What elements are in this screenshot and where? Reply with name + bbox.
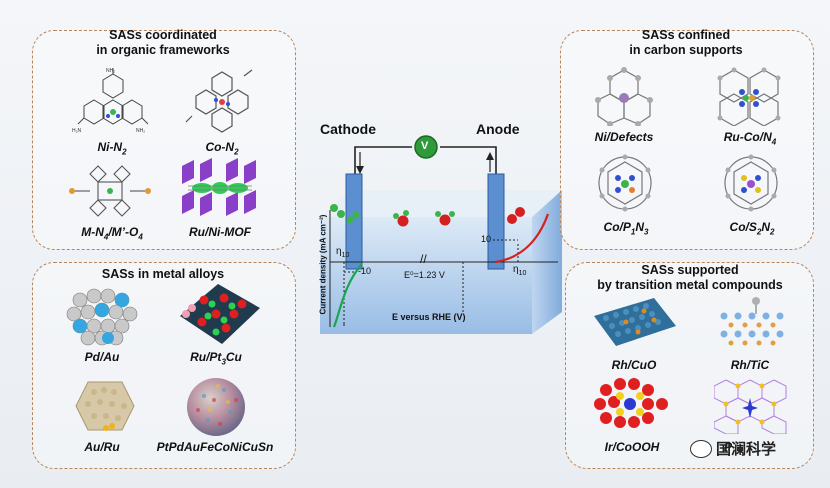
cathode-label: Cathode — [320, 121, 376, 137]
ni-defects-structure — [595, 67, 653, 126]
svg-text:H₂N: H₂N — [72, 128, 82, 134]
co-n2-structure — [185, 69, 253, 133]
last-compound-structure — [714, 379, 787, 434]
tick-negative: -10 — [358, 266, 372, 276]
watermark-text: 国澜科学 — [716, 441, 777, 458]
pd-au-cluster — [66, 288, 138, 346]
label-hea: PtPdAuFeCoNiCuSn — [156, 440, 274, 454]
label-pd-au: Pd/Au — [84, 350, 120, 364]
panel-transition-metal — [565, 262, 814, 469]
svg-text:NH₂: NH₂ — [106, 68, 115, 74]
axis-break: // — [420, 252, 427, 266]
label-co-n2: Co-N2 — [205, 140, 239, 157]
ru-ni-mof-structure — [182, 158, 256, 216]
label-rh-cuo: Rh/CuO — [611, 358, 657, 372]
high-entropy-alloy-sphere — [187, 378, 245, 436]
label-ir-cooh: Ir/CoOOH — [604, 440, 660, 454]
label-ni-defects: Ni/Defects — [594, 130, 654, 144]
svg-text:NH₂: NH₂ — [136, 128, 145, 134]
ir-cooh-structure — [594, 378, 668, 428]
e0-label: E⁰=1.23 V — [404, 270, 445, 280]
label-ru-ni-mof: Ru/Ni-MOF — [189, 225, 251, 239]
panel-carbon-supports — [560, 30, 814, 250]
cell-drawing — [320, 135, 562, 334]
label-ru-pt3cu: Ru/Pt3Cu — [190, 350, 242, 367]
panel-organic-frameworks — [32, 30, 296, 250]
au-ru-nanoparticle — [75, 381, 135, 431]
co-s2n2-structure — [724, 154, 778, 212]
voltmeter-label: V — [421, 140, 429, 152]
ru-pt3cu-lattice — [180, 284, 260, 344]
rh-cuo-slab — [594, 298, 676, 346]
label-au-ru: Au/Ru — [84, 440, 120, 454]
panel-carbon-title: SASs confined in carbon supports — [629, 28, 743, 57]
wechat-logo-icon — [690, 440, 712, 458]
co-p1n3-structure — [598, 154, 652, 212]
label-co-p1n3: Co/P1N3 — [603, 220, 649, 237]
x-axis-label: E versus RHE (V) — [392, 312, 466, 322]
ru-co-n4-structure — [717, 67, 781, 126]
tick-positive: 10 — [481, 234, 492, 244]
label-ni-n2: Ni-N2 — [97, 140, 127, 157]
electrolysis-cell: Cathode Anode V E⁰=1.23 V E versus RHE (… — [300, 112, 570, 342]
label-ru-co-n4: Ru-Co/N4 — [723, 130, 777, 147]
label-co-s2n2: Co/S2N2 — [729, 220, 775, 237]
y-axis-label: Current density (mA cm⁻²) — [318, 214, 328, 315]
m-n4-m-o4-structure — [69, 165, 151, 217]
eta-right-label: η10 — [513, 264, 527, 277]
label-rh-tic: Rh/TiC — [730, 358, 770, 372]
anode-label: Anode — [476, 121, 520, 137]
label-last-compound: P — [723, 440, 732, 454]
eta-left-label: η10 — [336, 246, 350, 259]
panel-organic-title: SASs coordinated in organic frameworks — [96, 28, 230, 57]
rh-tic-slab — [720, 297, 784, 346]
panel-alloys-title: SASs in metal alloys — [101, 267, 225, 281]
label-m-n4-m-o4: M-N4/M’-O4 — [81, 225, 143, 242]
ni-n2-structure: NH₂ H₂N NH₂ — [72, 68, 149, 134]
panel-tm-title: SASs supported by transition metal compo… — [597, 263, 783, 292]
